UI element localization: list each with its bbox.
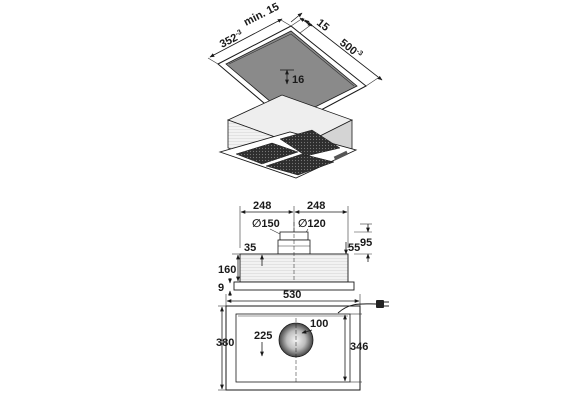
dim-352: 352-3 [218,29,245,51]
dim-248-right: 248 [307,200,325,212]
flange [233,281,355,291]
dim-hole-100: 100 [310,318,328,330]
dim-collar-55: 55 [348,242,360,254]
dim-duct-120: ∅120 [298,218,326,230]
dim-min-15: min. 15 [242,1,281,29]
grease-filter-right [265,153,335,176]
dim-inset-16: 16 [292,74,304,86]
dim-depth-380: 380 [216,337,234,349]
dim-body-160: 160 [218,264,236,276]
dim-248-left: 248 [253,200,271,212]
side-elevation: 248 248 ∅150 ∅120 35 55 95 160 [218,200,372,300]
grease-filter-back [279,129,341,157]
hood-unit-iso [218,94,358,179]
dim-gap-15: 15 [314,17,331,34]
plan-view: 530 100 225 380 346 [216,289,389,391]
dim-height-95: 95 [360,237,372,249]
dim-width-530: 530 [283,289,301,301]
control-strip [333,150,349,161]
dim-hole-225: 225 [254,330,272,342]
dim-500: 500-3 [337,37,364,62]
power-plug [376,300,384,308]
dim-flange-9: 9 [218,282,224,294]
power-cable [337,303,377,314]
grease-filter-left [235,142,299,165]
dim-collar-35: 35 [244,242,256,254]
dim-inner-346: 346 [350,341,368,353]
dim-duct-150: ∅150 [252,218,280,230]
